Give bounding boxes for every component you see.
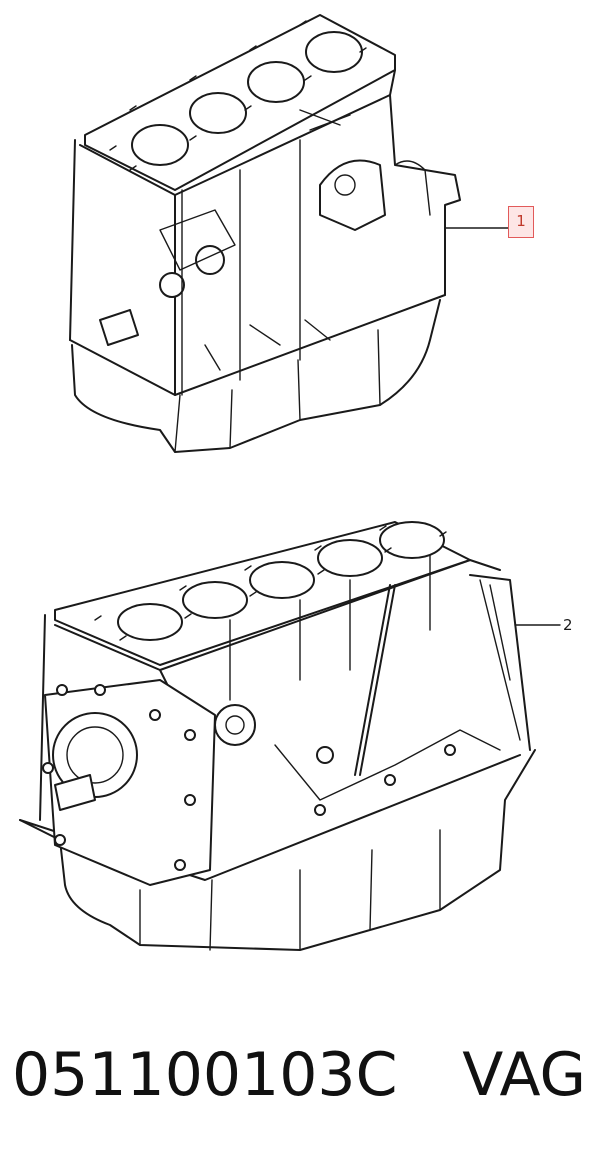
brand-name: VAG [462, 1040, 586, 1110]
crankshaft-nose [99, 309, 139, 346]
lower-bolts [204, 319, 331, 371]
block-ribs [181, 139, 301, 396]
lower-brace [274, 729, 501, 801]
cylinder-bore-2-1 [117, 603, 183, 641]
cylinder-bore-2-4 [317, 539, 383, 577]
cover-bolts [42, 684, 456, 871]
water-pump-hole [225, 715, 245, 735]
side-port [195, 245, 225, 275]
flange-hole [334, 174, 356, 196]
deck-coolant-ports-2 [94, 525, 447, 641]
cylinder-bore-2 [189, 92, 247, 134]
cylinder-bore-2-2 [182, 581, 248, 619]
oil-pump-inner [66, 726, 124, 784]
cylinder-bore-3 [247, 61, 305, 103]
drain-port [316, 746, 334, 764]
oil-pan-ribs-2 [139, 829, 441, 951]
part-number: 051100103C [12, 1040, 398, 1110]
rear-housing [394, 160, 431, 216]
block-left-edge-2 [39, 614, 46, 821]
crankshaft-nose-2 [54, 774, 96, 811]
engine-block-drawing-1 [69, 14, 509, 453]
dipstick-tube [299, 109, 351, 131]
oil-filter-flange [319, 159, 386, 231]
cylinder-bore-1 [131, 124, 189, 166]
engine-block-illustration-2: 2 [0, 500, 600, 1000]
block-rear-edge-2 [469, 574, 531, 751]
cylinder-bore-2-5 [379, 521, 445, 559]
deck-coolant-ports [109, 20, 367, 171]
block-ribs-2 [229, 554, 431, 701]
part-footer: 051100103C VAG [0, 1030, 600, 1130]
callout-label-2[interactable]: 2 [563, 616, 573, 634]
engine-brace-rod [354, 584, 396, 776]
water-pump-flange [214, 704, 256, 746]
engine-block-drawing-2 [19, 521, 561, 951]
oil-pan-outline-2 [19, 749, 536, 951]
cylinder-bore-4 [305, 31, 363, 73]
callout-label-1[interactable]: 1 [508, 206, 534, 238]
rear-bracket [479, 579, 521, 741]
cylinder-bore-2-3 [249, 561, 315, 599]
front-port [159, 272, 185, 298]
block-left-edge [69, 139, 76, 341]
engine-block-illustration-1: 1 [0, 0, 600, 470]
block-rear-edge [389, 94, 461, 296]
oil-pan-ribs [174, 329, 381, 453]
side-bracket [159, 209, 236, 271]
pan-flange [69, 294, 446, 396]
